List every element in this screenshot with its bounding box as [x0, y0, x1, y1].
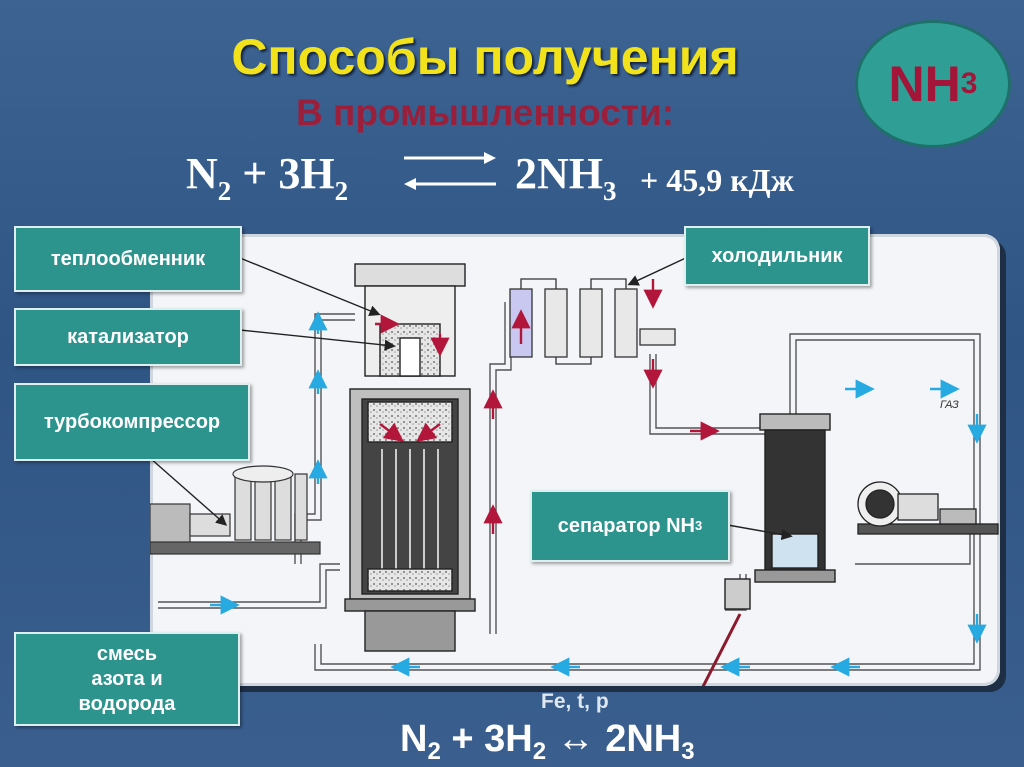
- flow-arrows-cold: [210, 311, 987, 677]
- page-title: Способы получения: [231, 29, 739, 85]
- cooler-coils: [509, 278, 676, 365]
- circulation-pump: [857, 481, 999, 535]
- mixture-line-3: водорода: [78, 692, 176, 715]
- bottom-eq-ammonia: 2NH: [605, 718, 682, 760]
- equation-reactants: N2 + 3H2: [186, 148, 348, 207]
- label-catalyst: катализатор: [14, 308, 242, 366]
- separator-sub: 3: [694, 517, 703, 533]
- label-gas-mixture: смесь азота и водорода: [14, 632, 240, 726]
- flow-arrows-hot: [375, 279, 720, 534]
- eq-ammonia: 2NH: [515, 149, 603, 198]
- bottom-equation: N2 + 3H2 ↔ 2NH3: [400, 718, 695, 766]
- ammonia-output-arrow: [701, 613, 742, 686]
- eq-hydrogen: + 3H: [231, 149, 335, 198]
- bottom-eq-arrow: ↔: [546, 718, 606, 760]
- label-heat-exchanger: теплообменник: [14, 226, 242, 292]
- separator-vessel: [724, 413, 836, 610]
- gas-label: ГАЗ: [940, 399, 959, 411]
- equilibrium-arrows-icon: [404, 152, 496, 190]
- bottom-eq-ammonia-sub: 3: [681, 738, 695, 765]
- ammonia-plant-diagram: ГАЗ: [150, 255, 999, 686]
- bottom-eq-nitrogen: N: [400, 718, 428, 760]
- eq-hydrogen-sub: 2: [334, 176, 349, 206]
- bottom-eq-nitrogen-sub: 2: [427, 738, 441, 765]
- separator-text: сепаратор NH: [557, 514, 695, 537]
- bottom-eq-hydrogen-sub: 2: [532, 738, 547, 765]
- eq-nitrogen-sub: 2: [217, 176, 232, 206]
- eq-ammonia-sub: 3: [603, 176, 617, 206]
- equation-product: 2NH3: [515, 148, 617, 207]
- page-subtitle: В промышленности:: [295, 92, 675, 133]
- badge-subscript: 3: [960, 67, 978, 100]
- label-cooler: холодильник: [684, 226, 870, 286]
- label-turbocompressor: турбокомпрессор: [14, 383, 250, 461]
- bottom-eq-hydrogen: + 3H: [440, 718, 533, 760]
- leader-lines: [150, 255, 793, 541]
- mixture-line-2: азота и: [91, 667, 163, 690]
- mixture-line-1: смесь: [96, 642, 158, 665]
- reaction-conditions: Fe, t, p: [541, 690, 609, 713]
- badge-formula: NH: [888, 56, 961, 112]
- eq-nitrogen: N: [186, 149, 218, 198]
- diagram-panel: [150, 234, 1000, 686]
- equation-energy: + 45,9 кДж: [640, 162, 794, 198]
- synthesis-column: [344, 263, 476, 652]
